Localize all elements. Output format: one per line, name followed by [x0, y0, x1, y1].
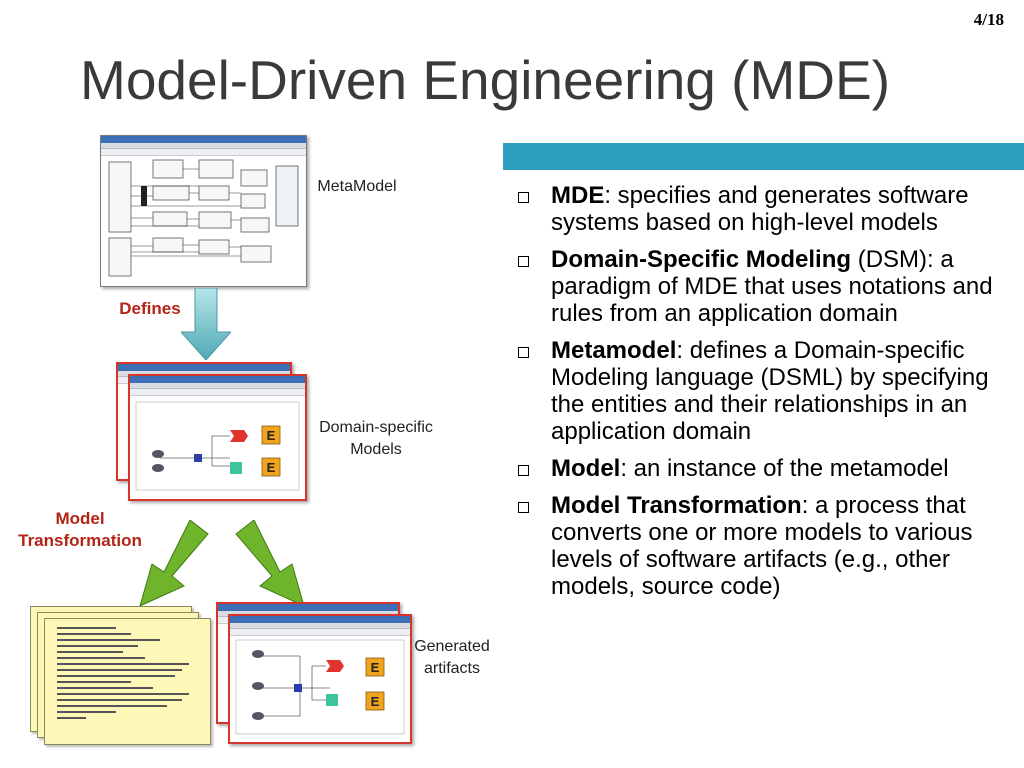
dsm-label: Domain-specific Models — [319, 419, 433, 458]
bullet-text: : an instance of the metamodel — [620, 455, 949, 482]
bullet-metamodel: Metamodel: defines a Domain-specific Mod… — [518, 337, 1018, 445]
generated-artifacts-label: Generated artifacts — [414, 638, 490, 677]
bullet-dsm: Domain-Specific Modeling (DSM): a paradi… — [518, 246, 1018, 327]
bullet-model-transformation: Model Transformation: a process that con… — [518, 492, 1018, 600]
generated-window-front: E E — [228, 614, 412, 744]
bullet-text: : specifies and generates software syste… — [551, 182, 969, 236]
bullet-term: MDE — [551, 182, 605, 209]
svg-text:E: E — [267, 460, 276, 475]
bullet-model: Model: an instance of the metamodel — [518, 455, 1018, 482]
bullet-mde: MDE: specifies and generates software sy… — [518, 182, 1018, 236]
svg-text:E: E — [371, 660, 380, 675]
bullet-term: Model — [551, 455, 621, 482]
generated-model-graphic: E E — [235, 639, 405, 735]
svg-text:E: E — [371, 694, 380, 709]
bullet-term: Domain-Specific Modeling — [551, 246, 852, 273]
bullet-square-icon — [518, 465, 529, 476]
generated-code-page — [44, 618, 211, 745]
model-transformation-label: Model Transformation — [18, 509, 142, 550]
defines-arrow — [181, 288, 231, 360]
bullet-text: : defines a Domain-specific Modeling lan… — [551, 337, 989, 445]
defines-label: Defines — [119, 299, 181, 318]
bullet-text: : a process that converts one or more mo… — [551, 492, 973, 600]
bullet-text: (DSM): a paradigm of MDE that uses notat… — [551, 246, 993, 327]
dsm-window-front: E E — [128, 374, 307, 501]
bullet-square-icon — [518, 256, 529, 267]
bullet-term: Model Transformation — [551, 492, 802, 519]
accent-bar — [503, 143, 1024, 170]
definition-list: MDE: specifies and generates software sy… — [518, 182, 1018, 610]
svg-text:E: E — [267, 428, 276, 443]
dsm-model-graphic: E E — [135, 401, 300, 491]
bullet-square-icon — [518, 192, 529, 203]
page-number: 4/18 — [973, 10, 1004, 29]
slide-title: Model-Driven Engineering (MDE) — [80, 49, 891, 111]
mde-diagram: MetaModel Defines E E Domain-specific Mo… — [0, 130, 505, 768]
bullet-square-icon — [518, 502, 529, 513]
bullet-square-icon — [518, 347, 529, 358]
bullet-term: Metamodel — [551, 337, 677, 364]
transform-arrow-left — [139, 520, 209, 607]
metamodel-label: MetaModel — [317, 178, 397, 195]
metamodel-class-diagram — [108, 159, 299, 277]
transform-arrow-right — [235, 520, 305, 607]
metamodel-window — [100, 135, 307, 287]
